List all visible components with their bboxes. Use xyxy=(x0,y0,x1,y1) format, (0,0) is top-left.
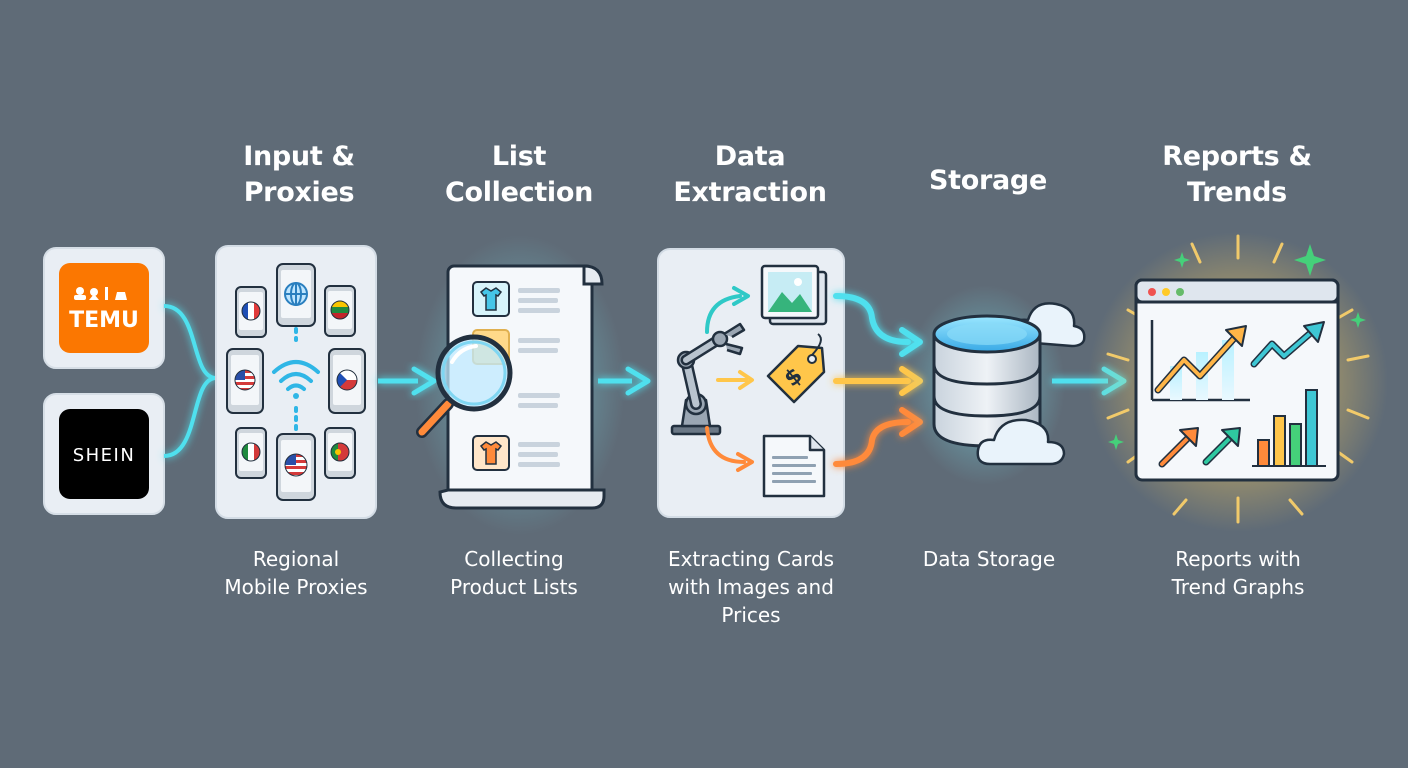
temu-tile: TEMU xyxy=(43,247,165,369)
lithuania-flag-icon xyxy=(330,300,350,320)
image-icon xyxy=(760,264,828,326)
usa-flag-icon xyxy=(284,453,308,477)
sparkle-icon xyxy=(1108,244,1366,450)
phone-portugal xyxy=(324,427,356,479)
window-maximize-dot xyxy=(1176,288,1184,296)
phone-france xyxy=(235,286,267,338)
cloud-icon xyxy=(976,418,1066,466)
brand-connectors xyxy=(163,304,217,458)
shein-logo-text: SHEIN xyxy=(73,445,136,466)
arrow-to-extraction xyxy=(598,366,651,396)
step-title-input: Input & Proxies xyxy=(243,141,355,208)
portugal-flag-icon xyxy=(330,442,350,462)
window-minimize-dot xyxy=(1162,288,1170,296)
phone-usa-left xyxy=(226,348,264,414)
extract-arrows xyxy=(705,286,754,472)
magnifier-icon xyxy=(416,334,513,438)
tshirt-cyan-icon xyxy=(472,281,510,317)
usa-flag-icon xyxy=(234,369,256,391)
caption-storage: Data Storage xyxy=(922,547,1056,571)
step-title-extraction: Data Extraction xyxy=(673,141,827,208)
window-close-dot xyxy=(1148,288,1156,296)
phone-czech xyxy=(328,348,366,414)
phone-lithuania xyxy=(324,285,356,337)
document-icon xyxy=(762,434,826,498)
robot-arm-icon xyxy=(670,322,746,436)
caption-input: Regional Mobile Proxies xyxy=(224,547,368,599)
phone-italy xyxy=(235,427,267,479)
phones-group xyxy=(226,263,366,501)
shein-tile: SHEIN xyxy=(43,393,165,515)
france-flag-icon xyxy=(241,301,261,321)
globe-icon xyxy=(284,282,308,306)
glow-rays xyxy=(1106,234,1370,524)
tshirt-orange-icon xyxy=(472,435,510,471)
czech-flag-icon xyxy=(336,369,358,391)
phone-globe xyxy=(276,263,316,327)
list-scroll xyxy=(415,235,625,535)
trend-chart-icon xyxy=(1150,320,1325,402)
database-icon xyxy=(905,285,1086,485)
reports-window xyxy=(1088,232,1388,532)
temu-logo-icon xyxy=(74,287,127,300)
caption-extraction: Extracting Cards with Images and Prices xyxy=(667,547,835,627)
caption-list: Collecting Product Lists xyxy=(450,547,578,599)
bar-chart-icon xyxy=(1252,389,1326,467)
price-tag-icon: $ xyxy=(766,333,826,404)
extraction-panel: $ xyxy=(657,248,845,518)
step-title-reports: Reports & Trends xyxy=(1162,141,1312,208)
temu-logo-text: TEMU xyxy=(69,308,139,333)
phone-usa-bottom xyxy=(276,433,316,501)
step-title-storage: Storage xyxy=(929,165,1047,196)
caption-reports: Reports with Trend Graphs xyxy=(1171,547,1305,599)
growth-arrows-icon xyxy=(1158,427,1241,468)
italy-flag-icon xyxy=(241,442,261,462)
step-title-list: List Collection xyxy=(444,141,594,208)
